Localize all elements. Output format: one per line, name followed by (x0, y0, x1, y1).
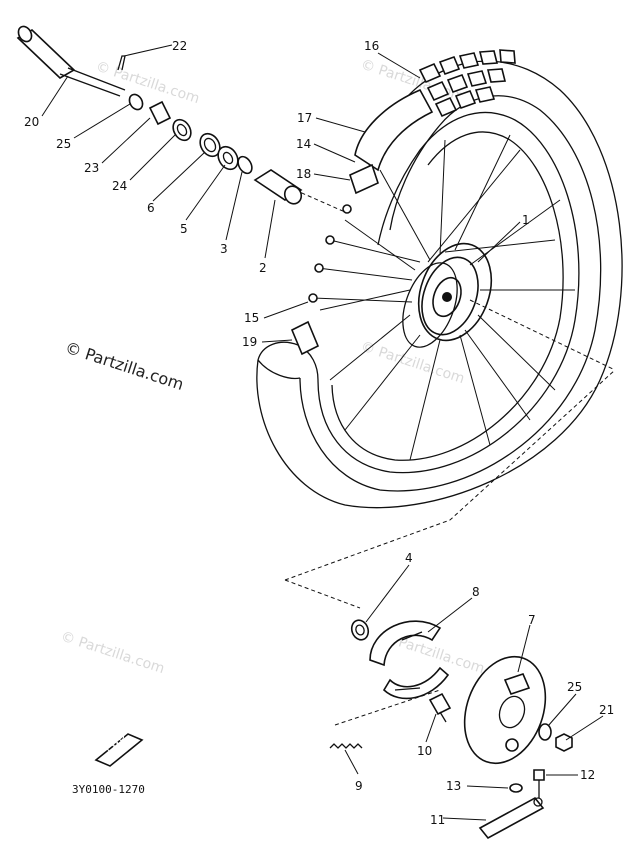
callout-23: 23 (84, 161, 99, 175)
callout-25-brake: 25 (567, 680, 582, 694)
callout-7: 7 (528, 613, 536, 627)
axle-parts (16, 25, 303, 205)
callout-24: 24 (112, 179, 127, 193)
callout-22: 22 (172, 39, 187, 53)
watermark-faint: © Partzilla.com (94, 59, 202, 108)
callout-16: 16 (364, 39, 379, 53)
spoke-nipples (308, 204, 352, 303)
callout-3: 3 (220, 242, 228, 256)
callout-17: 17 (297, 111, 312, 125)
callout-4: 4 (405, 551, 413, 565)
callout-13: 13 (446, 779, 461, 793)
callout-25: 25 (56, 137, 71, 151)
wheel-assembly (256, 49, 623, 509)
callout-1: 1 (522, 213, 530, 227)
tire-tread (418, 49, 516, 118)
callout-5: 5 (180, 222, 188, 236)
drawing-code: 3Y0100-1270 (72, 783, 145, 796)
callout-15: 15 (244, 311, 259, 325)
callout-labels: 1 2 3 4 5 6 7 8 9 10 11 12 13 14 15 16 1… (24, 39, 614, 827)
callout-18: 18 (296, 167, 311, 181)
callout-leaders (41, 44, 604, 821)
callout-21: 21 (599, 703, 614, 717)
hub (402, 242, 493, 348)
watermark-main: © Partzilla.com (63, 338, 186, 394)
callout-14: 14 (296, 137, 311, 151)
callout-10: 10 (417, 744, 432, 758)
callout-20: 20 (24, 115, 39, 129)
callout-8: 8 (472, 585, 480, 599)
spokes (312, 134, 575, 461)
callout-2: 2 (259, 261, 267, 275)
callout-12: 12 (580, 768, 595, 782)
callout-11: 11 (430, 813, 445, 827)
watermark-faint: © Partzilla.com (59, 629, 167, 678)
fwd-badge: FWD (94, 731, 144, 767)
brake-parts (284, 369, 616, 840)
callout-19: 19 (242, 335, 257, 349)
callout-9: 9 (355, 779, 363, 793)
callout-6: 6 (147, 201, 155, 215)
